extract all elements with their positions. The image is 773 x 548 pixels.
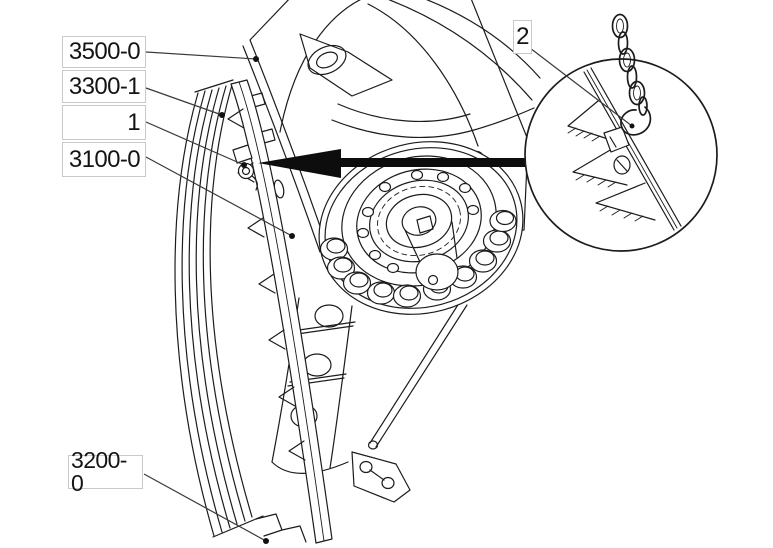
drum-housing (279, 0, 541, 162)
chain-hook (620, 106, 652, 136)
bottom-bracket (351, 451, 411, 503)
direction-arrow-icon (258, 149, 527, 178)
part-label-3200-0: 3200-0 (68, 449, 143, 495)
part-label-3500-0: 3500-0 (62, 36, 146, 68)
part-label-3300-1: 3300-1 (62, 70, 146, 103)
detail-label-2: 2 (513, 20, 532, 54)
mounting-flange (318, 141, 524, 315)
part-label-1: 1 (62, 105, 146, 140)
inner-bolt-holes (356, 169, 480, 274)
lifting-chain (611, 13, 652, 136)
callout-dots (219, 56, 635, 544)
leader-lines (143, 47, 633, 542)
output-shaft (404, 215, 459, 291)
diagonal-support-rod (369, 299, 468, 448)
grate-panel (174, 79, 333, 544)
detail-view-circle (524, 13, 718, 252)
part-label-3100-0: 3100-0 (62, 142, 146, 177)
tine-carrier-strip (227, 79, 333, 544)
tine-bar-detail (567, 67, 682, 231)
